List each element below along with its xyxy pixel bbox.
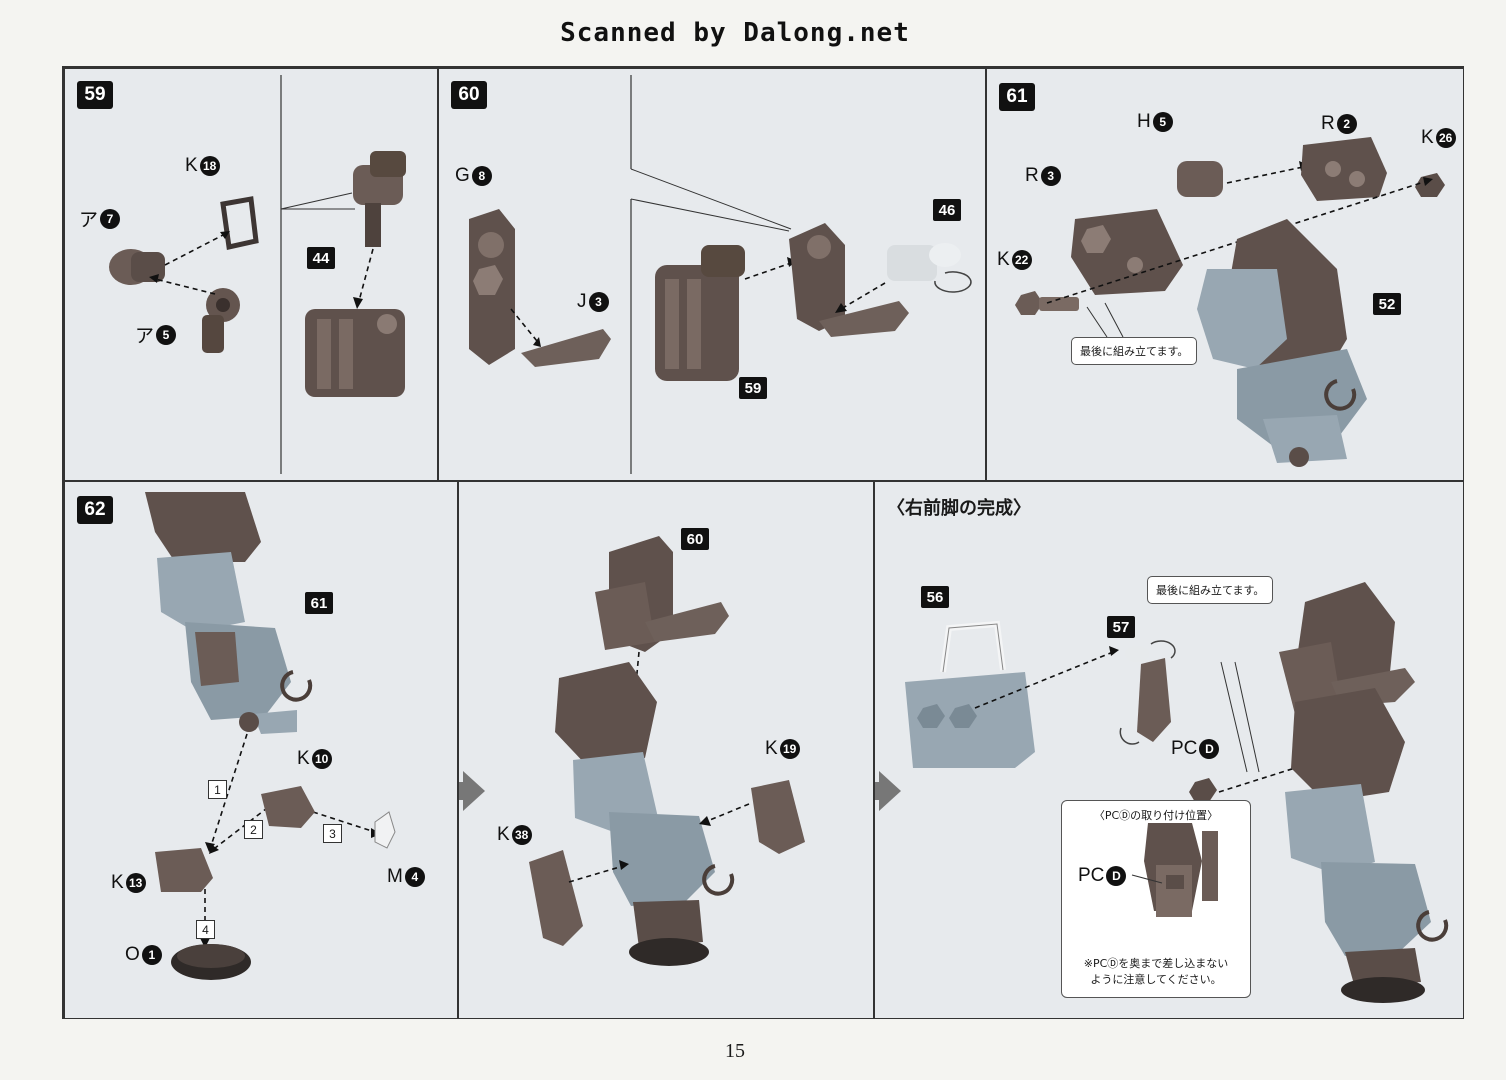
step-62-continued-illustration [529,536,805,966]
inset-title: 〈PCⒹの取り付け位置〉 [1093,809,1219,822]
step-60-panel: 60 [438,68,986,481]
scan-credit: Scanned by Dalong.net [560,18,910,48]
step-61-illustration [1015,137,1445,467]
order-step-3: 3 [323,824,342,843]
assemble-last-note: 最後に組み立てます。 [1147,576,1274,604]
completion-panel: 〈右前脚の完成〉 [874,481,1464,1019]
flow-arrow-icon [463,771,485,811]
part-ref-61: 61 [305,592,333,614]
part-ref-60: 60 [681,528,709,550]
step-61-panel: 61 [986,68,1464,481]
flow-arrow-icon [879,771,901,811]
step-62-illustration [145,492,396,980]
part-ref-57: 57 [1107,616,1135,638]
step-badge: 62 [77,496,113,524]
step-62-panel: 62 6 [64,481,458,1019]
inset-note-line-2: ように注意してください。 [1090,973,1222,986]
flow-arrow-stem [875,782,881,800]
order-step-4: 4 [196,920,215,939]
step-59-illustration [109,75,406,474]
order-step-2: 2 [244,820,263,839]
part-ref-44: 44 [307,247,335,269]
instruction-page-frame: 59 [62,66,1464,1019]
inset-note-line-1: ※PCⒹを奥まで差し込まない [1083,957,1229,970]
order-step-1: 1 [208,780,227,799]
completion-title: 〈右前脚の完成〉 [887,498,1031,519]
part-ref-56: 56 [921,586,949,608]
step-badge: 59 [77,81,113,109]
step-60-illustration [469,75,972,474]
part-ref-46: 46 [933,199,961,221]
part-ref-59: 59 [739,377,767,399]
step-badge: 60 [451,81,487,109]
part-ref-52: 52 [1373,293,1401,315]
step-59-panel: 59 [64,68,438,481]
inset-illustration [1131,823,1218,917]
step-badge: 61 [999,83,1035,111]
completion-illustration [905,582,1449,1003]
assemble-last-note: 最後に組み立てます。 [1071,337,1198,365]
flow-arrow-stem [459,782,465,800]
page-number: 15 [725,1040,745,1062]
